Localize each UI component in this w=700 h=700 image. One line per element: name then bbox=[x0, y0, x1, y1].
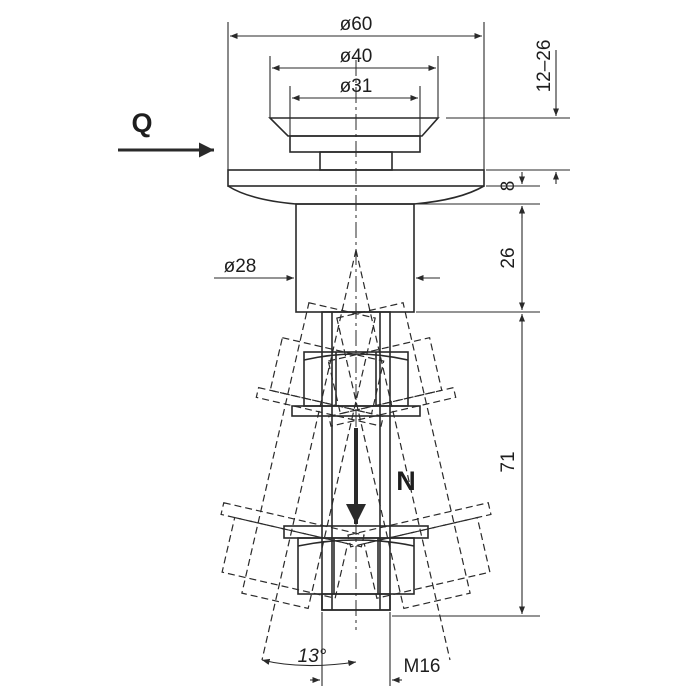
dim-angle: 13° bbox=[298, 646, 327, 667]
dimension-labels: ø60 ø40 ø31 ø28 12–26 8 26 71 13° M16 bbox=[224, 14, 555, 677]
dim-thread: M16 bbox=[404, 656, 441, 677]
force-label-q: Q bbox=[131, 108, 152, 138]
dim-d28: ø28 bbox=[224, 256, 257, 277]
force-labels: Q N bbox=[131, 108, 415, 496]
dim-12-26: 12–26 bbox=[534, 40, 555, 93]
dim-d60: ø60 bbox=[340, 14, 373, 35]
dim-d40: ø40 bbox=[340, 46, 373, 67]
dimension-lines bbox=[214, 22, 570, 686]
dim-8: 8 bbox=[498, 181, 519, 192]
dim-d31: ø31 bbox=[340, 76, 373, 97]
tilt-ghosts bbox=[220, 249, 492, 661]
dim-26: 26 bbox=[498, 247, 519, 268]
dim-71: 71 bbox=[498, 451, 519, 472]
force-label-n: N bbox=[396, 466, 416, 496]
force-arrows bbox=[118, 142, 366, 524]
